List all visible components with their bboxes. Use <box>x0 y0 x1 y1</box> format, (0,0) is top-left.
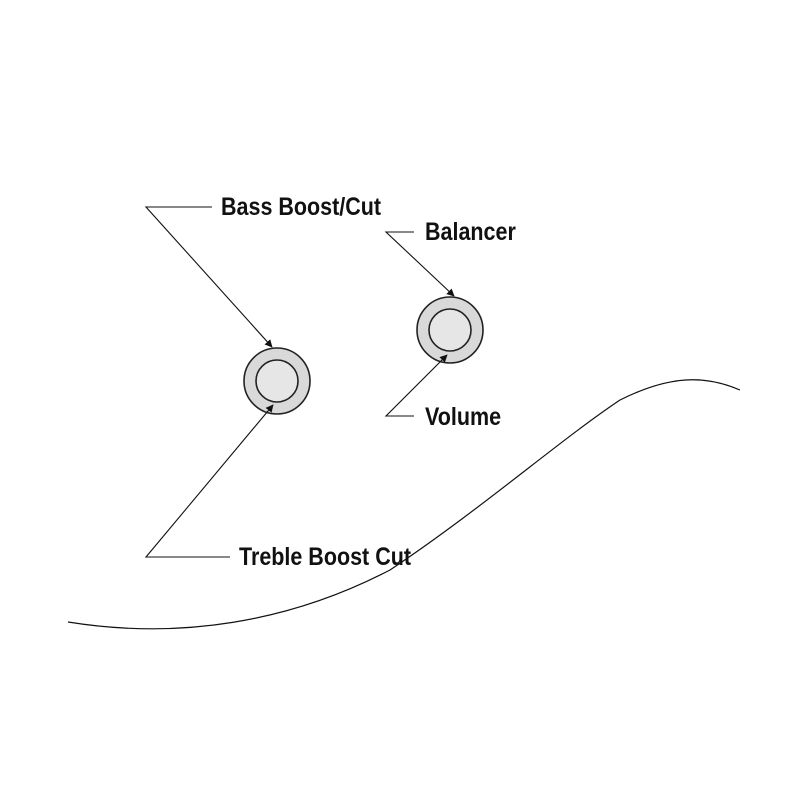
balancer-volume-knob-inner <box>428 308 472 352</box>
volume-label: Volume <box>425 403 502 431</box>
volume-leader-line <box>384 354 448 417</box>
bass-treble-knob-inner <box>255 359 299 403</box>
bass-boost-cut-label: Bass Boost/Cut <box>221 193 382 221</box>
treble-leader-line <box>144 404 274 558</box>
treble-boost-cut-label: Treble Boost Cut <box>239 543 412 571</box>
bass-treble-knob <box>243 347 311 415</box>
bass-leader-line <box>144 206 273 348</box>
balancer-leader-line <box>384 231 455 297</box>
balancer-label: Balancer <box>425 218 516 246</box>
balancer-volume-knob <box>416 296 484 364</box>
body-edge-curve <box>67 379 741 630</box>
